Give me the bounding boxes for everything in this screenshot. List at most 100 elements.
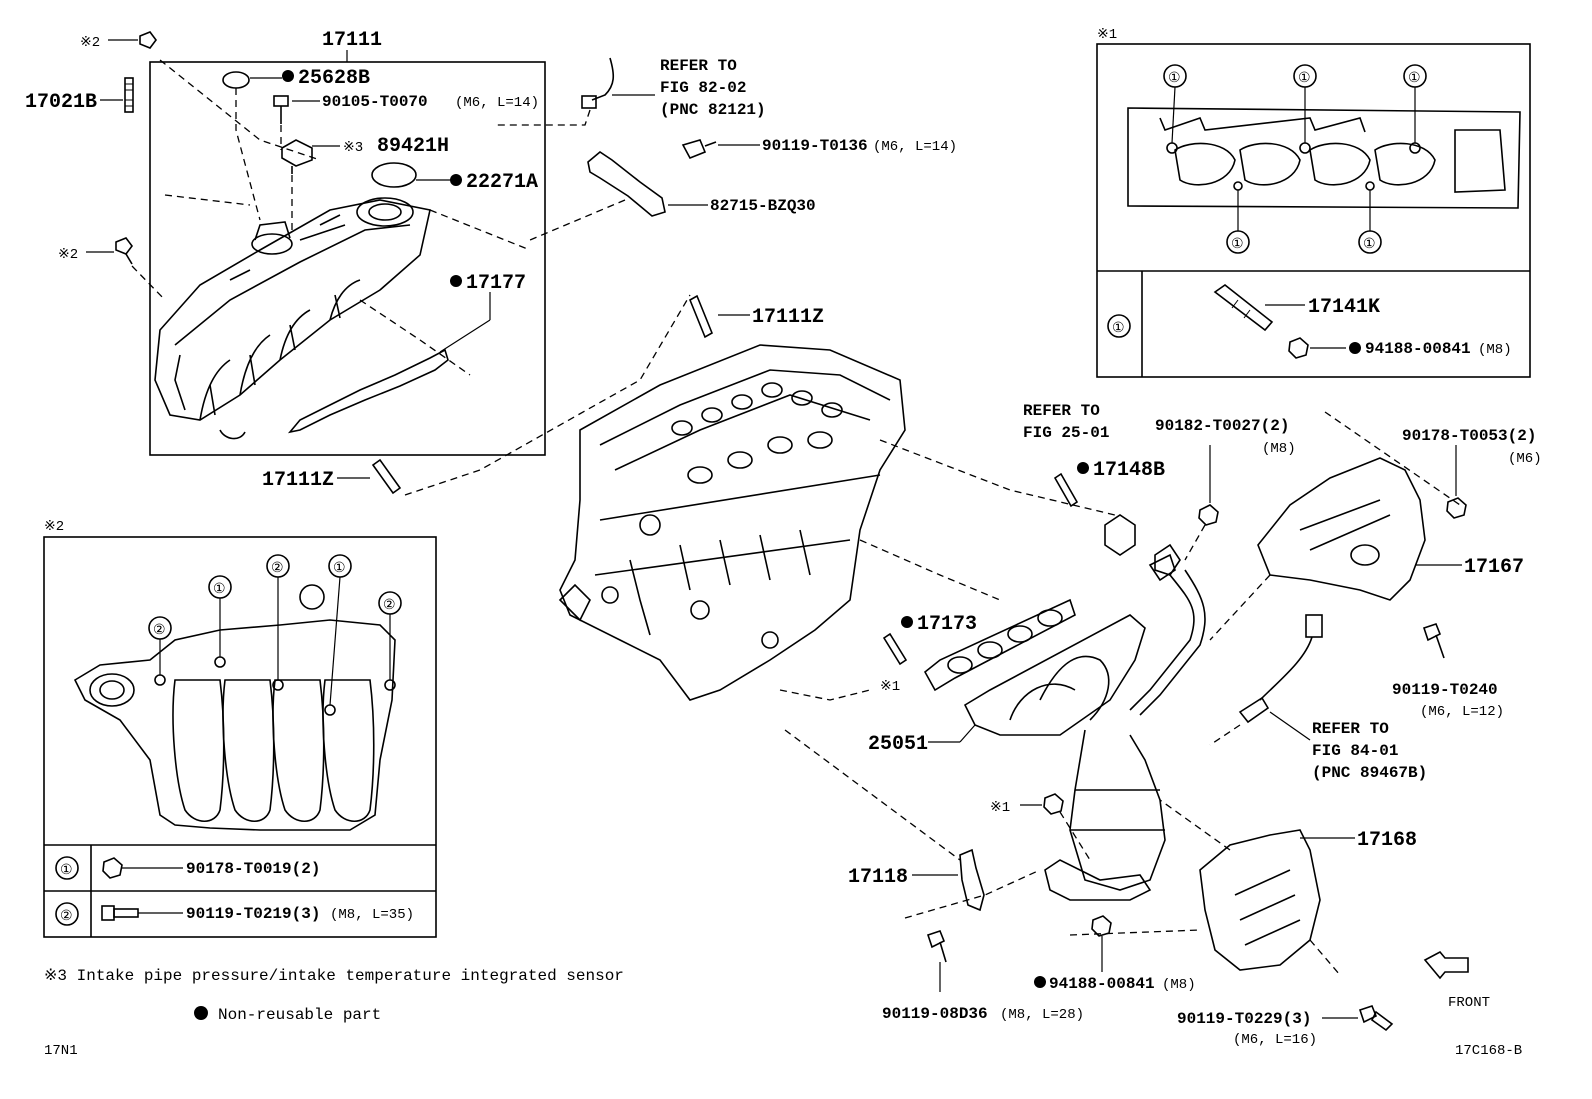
label-mark1-b: ※1 xyxy=(990,800,1010,816)
label-82715-BZQ30: 82715-BZQ30 xyxy=(710,197,816,215)
label-94188-bottom-spec: (M8) xyxy=(1162,977,1196,993)
svg-text:①: ① xyxy=(213,582,226,598)
gasket-17148B xyxy=(1104,514,1136,556)
label-25628B: 25628B xyxy=(298,67,370,90)
label-90178-T0019: 90178-T0019(2) xyxy=(186,860,320,878)
engine-block-part xyxy=(558,344,906,701)
bolt-mark2-top xyxy=(139,31,157,49)
svg-text:FIG 25-01: FIG 25-01 xyxy=(1023,424,1109,442)
bracket-17118 xyxy=(959,848,985,912)
non-reusable-dot xyxy=(1034,976,1046,988)
label-mark2-a: ※2 xyxy=(80,35,100,51)
non-reusable-dot xyxy=(450,275,462,287)
figure-code: 17C168-B xyxy=(1455,1043,1522,1059)
label-94188-bottom: 94188-00841 xyxy=(1049,975,1155,993)
gasket-25628B xyxy=(222,71,250,89)
label-90119-T0229-spec: (M6, L=16) xyxy=(1233,1032,1317,1048)
label-22271A: 22271A xyxy=(466,171,538,194)
label-90119-T0219-spec: (M8, L=35) xyxy=(330,907,414,923)
svg-text:①: ① xyxy=(1168,71,1181,87)
nut-90178-T0019 xyxy=(102,857,123,879)
inset1-frame xyxy=(1096,43,1531,378)
inset2-mark: ※2 xyxy=(44,519,64,535)
gasket-22271A xyxy=(371,162,417,188)
bolt-90105 xyxy=(273,95,289,124)
gasket-17177 xyxy=(287,348,449,434)
label-89421H: 89421H xyxy=(377,135,449,158)
svg-text:①: ① xyxy=(1408,71,1421,87)
sensor-89421H xyxy=(281,139,313,174)
svg-text:REFER TO: REFER TO xyxy=(1023,402,1100,420)
gasket-17173 xyxy=(923,598,1076,692)
bracket-82715-BZQ30 xyxy=(587,151,666,217)
inset2-frame xyxy=(43,536,437,938)
label-17111Z-top: 17111Z xyxy=(752,306,824,329)
label-90178-T0053-spec: (M6) xyxy=(1508,451,1542,467)
non-reusable-legend-dot xyxy=(194,1006,208,1020)
stud-17021B xyxy=(124,77,134,113)
label-90105-spec: (M6, L=14) xyxy=(455,95,539,111)
bolt-90119-08D36 xyxy=(926,930,947,963)
label-17021B: 17021B xyxy=(25,91,97,114)
label-94188-inset-spec: (M8) xyxy=(1478,342,1512,358)
svg-text:②: ② xyxy=(60,909,73,925)
non-reusable-note: Non-reusable part xyxy=(218,1006,381,1024)
non-reusable-dot xyxy=(450,174,462,186)
svg-text:①: ① xyxy=(1231,237,1244,253)
intake-manifold-part xyxy=(154,197,431,440)
label-90119-T0136: 90119-T0136 xyxy=(762,137,868,155)
label-90182: 90182-T0027(2) xyxy=(1155,417,1289,435)
stud-17111Z-top xyxy=(688,294,714,339)
svg-text:②: ② xyxy=(271,561,284,577)
sensor-note: ※3 Intake pipe pressure/intake temperatu… xyxy=(44,967,624,985)
bolt-90119-T0229 xyxy=(1358,1005,1394,1032)
label-90119-T0240-spec: (M6, L=12) xyxy=(1420,704,1504,720)
non-reusable-dot xyxy=(1349,342,1361,354)
label-90182-spec: (M8) xyxy=(1262,441,1296,457)
svg-text:FIG 84-01: FIG 84-01 xyxy=(1312,742,1398,760)
bolt-90119-T0136 xyxy=(681,139,717,160)
label-94188-inset: 94188-00841 xyxy=(1365,340,1471,358)
front-label: FRONT xyxy=(1448,995,1490,1011)
nut-90182-T0027 xyxy=(1198,504,1219,526)
heat-insulator-17168 xyxy=(1199,829,1321,971)
heat-insulator-17167 xyxy=(1257,457,1426,601)
bolt-90119-T0240 xyxy=(1422,623,1445,659)
label-90119-T0229: 90119-T0229(3) xyxy=(1177,1010,1311,1028)
refer-fig-84-01: REFER TO FIG 84-01 (PNC 89467B) xyxy=(1312,720,1427,782)
refer-fig-25-01: REFER TO FIG 25-01 xyxy=(1023,402,1109,442)
label-89421H-mark: ※3 xyxy=(343,140,363,156)
label-17148B: 17148B xyxy=(1093,459,1165,482)
non-reusable-dot xyxy=(1077,462,1089,474)
label-17167: 17167 xyxy=(1464,556,1524,579)
svg-text:FIG 82-02: FIG 82-02 xyxy=(660,79,746,97)
exhaust-manifold-25051 xyxy=(963,553,1206,901)
svg-text:REFER TO: REFER TO xyxy=(660,57,737,75)
refer-fig-82-02: REFER TO FIG 82-02 (PNC 82121) xyxy=(660,57,766,119)
bolt-mark2-left xyxy=(115,237,133,265)
intake-manifold-group: 17111 25628B 90105-T0070 (M6, L=14) xyxy=(149,29,546,456)
label-mark2-b: ※2 xyxy=(58,247,78,263)
label-25051: 25051 xyxy=(868,733,928,756)
wire-harness xyxy=(591,57,615,101)
svg-text:②: ② xyxy=(153,623,166,639)
svg-text:①: ① xyxy=(60,863,73,879)
svg-text:②: ② xyxy=(383,598,396,614)
inset1-mark: ※1 xyxy=(1097,27,1117,43)
stud-17141K xyxy=(1213,284,1274,332)
label-90119-08D36-spec: (M8, L=28) xyxy=(1000,1007,1084,1023)
label-90119-08D36: 90119-08D36 xyxy=(882,1005,988,1023)
label-90105: 90105-T0070 xyxy=(322,93,428,111)
label-mark1-a: ※1 xyxy=(880,679,900,695)
stud-17148B xyxy=(1053,472,1079,508)
label-90119-T0240: 90119-T0240 xyxy=(1392,681,1498,699)
stud-mark1 xyxy=(882,632,908,666)
label-17111: 17111 xyxy=(322,29,382,52)
svg-text:REFER TO: REFER TO xyxy=(1312,720,1389,738)
svg-text:(PNC 89467B): (PNC 89467B) xyxy=(1312,764,1427,782)
svg-text:①: ① xyxy=(1298,71,1311,87)
svg-text:①: ① xyxy=(1112,321,1125,337)
inset-mark2: ※2 ① ① ② ② ② ① ② 90178-T0019(2) xyxy=(43,519,437,938)
inset-mark1: ※1 ① ① ① ① ① ① 17141K xyxy=(1096,27,1531,378)
